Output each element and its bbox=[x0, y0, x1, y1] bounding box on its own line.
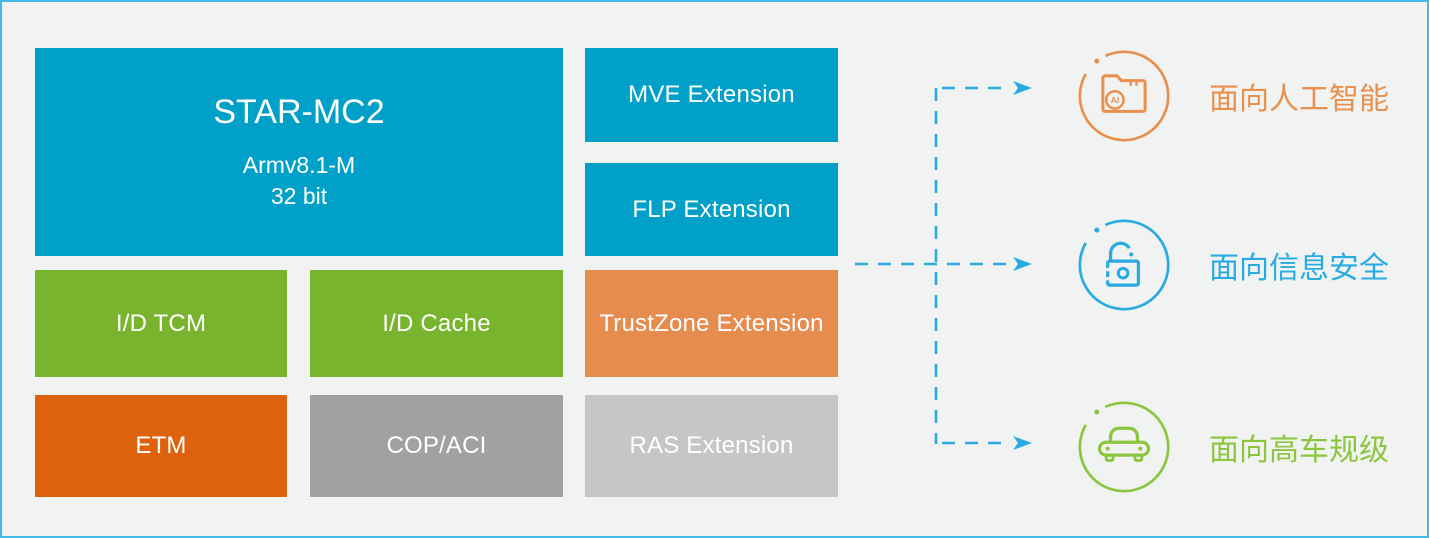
arrowhead-bottom-icon bbox=[1013, 436, 1032, 450]
block-label: FLP Extension bbox=[632, 195, 791, 223]
ai-folder-icon: AI bbox=[1078, 50, 1170, 142]
target-automotive: 面向高车规级 bbox=[1076, 399, 1389, 495]
unlock-icon bbox=[1078, 219, 1170, 311]
ai-badge-text: AI bbox=[1111, 95, 1120, 105]
target-label-ai: 面向人工智能 bbox=[1209, 83, 1389, 116]
target-ai: AI 面向人工智能 bbox=[1076, 48, 1389, 144]
core-architecture: Armv8.1-M bbox=[242, 152, 356, 179]
core-title: STAR-MC2 bbox=[213, 93, 385, 132]
arrowhead-middle-icon bbox=[1013, 257, 1032, 271]
block-id-cache: I/D Cache bbox=[310, 270, 563, 377]
block-etm: ETM bbox=[35, 395, 287, 497]
block-flp-extension: FLP Extension bbox=[585, 163, 838, 256]
block-trustzone-extension: TrustZone Extension bbox=[585, 270, 838, 377]
block-label: COP/ACI bbox=[386, 432, 487, 459]
block-label: I/D TCM bbox=[115, 309, 207, 337]
car-icon bbox=[1078, 401, 1170, 493]
target-label-security: 面向信息安全 bbox=[1209, 252, 1389, 285]
target-security: 面向信息安全 bbox=[1076, 217, 1389, 313]
core-bitwidth: 32 bit bbox=[270, 182, 328, 209]
block-ras-extension: RAS Extension bbox=[585, 395, 838, 497]
block-label: I/D Cache bbox=[382, 309, 491, 337]
block-id-tcm: I/D TCM bbox=[35, 270, 287, 377]
target-label-automotive: 面向高车规级 bbox=[1209, 434, 1389, 467]
block-label: RAS Extension bbox=[629, 432, 794, 459]
arrowhead-top-icon bbox=[1013, 81, 1032, 95]
block-label: ETM bbox=[135, 432, 187, 459]
block-mve-extension: MVE Extension bbox=[585, 48, 838, 142]
block-cop-aci: COP/ACI bbox=[310, 395, 563, 497]
block-label: TrustZone Extension bbox=[599, 309, 824, 337]
block-label: MVE Extension bbox=[628, 81, 795, 108]
block-star-mc2: STAR-MC2 Armv8.1-M 32 bit bbox=[35, 48, 563, 256]
